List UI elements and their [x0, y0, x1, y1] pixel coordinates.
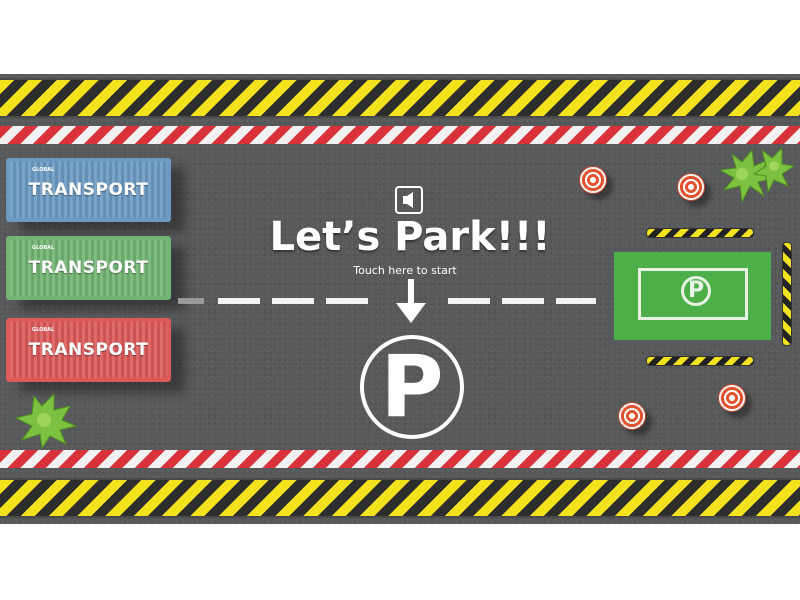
start-parking-button[interactable]: P: [360, 335, 464, 439]
start-prompt[interactable]: Touch here to start: [353, 264, 457, 277]
bottom-hazard-stripe: [0, 478, 800, 518]
sound-toggle-button[interactable]: [395, 186, 423, 214]
target-parking-spot: P: [614, 252, 771, 340]
traffic-cone-icon: [677, 173, 705, 201]
container-small-label: GLOBAL: [32, 327, 55, 333]
parking-spot-outline: P: [638, 268, 748, 320]
bottom-red-white-stripe: [0, 450, 800, 468]
container-blue: GLOBAL TRANSPORT: [6, 158, 171, 222]
lane-dash: [178, 298, 204, 304]
bush-icon: [14, 392, 78, 450]
top-red-white-stripe: [0, 126, 800, 144]
container-label: TRANSPORT: [28, 180, 149, 200]
bush-icon: [718, 146, 796, 204]
game-title[interactable]: Let’s Park!!!: [269, 214, 551, 260]
container-small-label: GLOBAL: [32, 167, 55, 173]
container-small-label: GLOBAL: [32, 245, 55, 251]
container-label: TRANSPORT: [28, 258, 149, 278]
barrier-bottom: [646, 356, 754, 366]
container-green: GLOBAL TRANSPORT: [6, 236, 171, 300]
traffic-cone-icon: [618, 402, 646, 430]
down-arrow-icon: [396, 279, 426, 323]
lane-dash: [272, 298, 314, 304]
lane-dash: [218, 298, 260, 304]
lane-dash: [502, 298, 544, 304]
speaker-icon: [403, 192, 413, 208]
lane-dash: [448, 298, 490, 304]
lane-dash: [326, 298, 368, 304]
game-scene[interactable]: GLOBAL TRANSPORT GLOBAL TRANSPORT GLOBAL…: [0, 74, 800, 524]
lane-dash: [556, 298, 596, 304]
barrier-side: [782, 242, 792, 346]
container-label: TRANSPORT: [28, 340, 149, 360]
top-hazard-stripe: [0, 78, 800, 118]
parking-spot-symbol: P: [681, 276, 711, 306]
traffic-cone-icon: [718, 384, 746, 412]
barrier-top: [646, 228, 754, 238]
traffic-cone-icon: [579, 166, 607, 194]
container-red: GLOBAL TRANSPORT: [6, 318, 171, 382]
